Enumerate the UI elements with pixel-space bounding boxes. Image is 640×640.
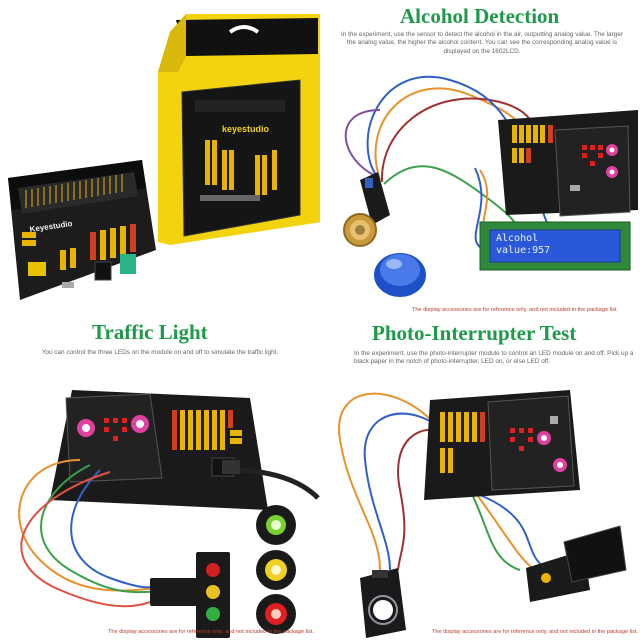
white-led bbox=[373, 600, 393, 620]
photo-interrupter-illustration bbox=[338, 390, 627, 638]
panel-title: Photo-Interrupter Test bbox=[372, 321, 577, 345]
alcohol-detection-panel: Alcohol Detection In the experiment, use… bbox=[320, 0, 640, 320]
panel-description: In the experiment, use the photo-interru… bbox=[354, 350, 634, 366]
panel-description: In the experiment, use the sensor to det… bbox=[341, 31, 623, 55]
green-led bbox=[206, 607, 220, 621]
power-terminal bbox=[28, 262, 46, 276]
traffic-light-illustration bbox=[18, 390, 320, 638]
photo-interrupter-sensor bbox=[541, 573, 551, 583]
package-illustration: keyestudio Keyestudio bbox=[8, 14, 320, 300]
black-paper bbox=[563, 525, 627, 583]
green-terminal bbox=[120, 254, 136, 274]
traffic-light-panel: Traffic Light You can control the three … bbox=[0, 320, 320, 640]
panel-title: Alcohol Detection bbox=[400, 4, 560, 28]
package-photo-panel: keyestudio Keyestudio bbox=[0, 0, 320, 320]
lcd-line-2: value:957 bbox=[496, 245, 551, 256]
panel-description: You can control the three LEDs on the mo… bbox=[41, 349, 279, 356]
reference-note: The display accessories are for referenc… bbox=[412, 307, 619, 313]
lcd-screen bbox=[489, 229, 621, 263]
lcd-line-1: Alcohol bbox=[496, 233, 539, 244]
red-led bbox=[206, 563, 220, 577]
yellow-led bbox=[206, 585, 220, 599]
photo-interrupter-panel: Photo-Interrupter Test In the experiment… bbox=[320, 320, 640, 640]
alcohol-illustration bbox=[343, 75, 638, 297]
reference-note: The display accessories are for referenc… bbox=[432, 629, 639, 635]
box-brand-text: keyestudio bbox=[222, 124, 270, 134]
reference-note: The display accessories are for referenc… bbox=[108, 629, 315, 635]
panel-title: Traffic Light bbox=[92, 320, 208, 344]
